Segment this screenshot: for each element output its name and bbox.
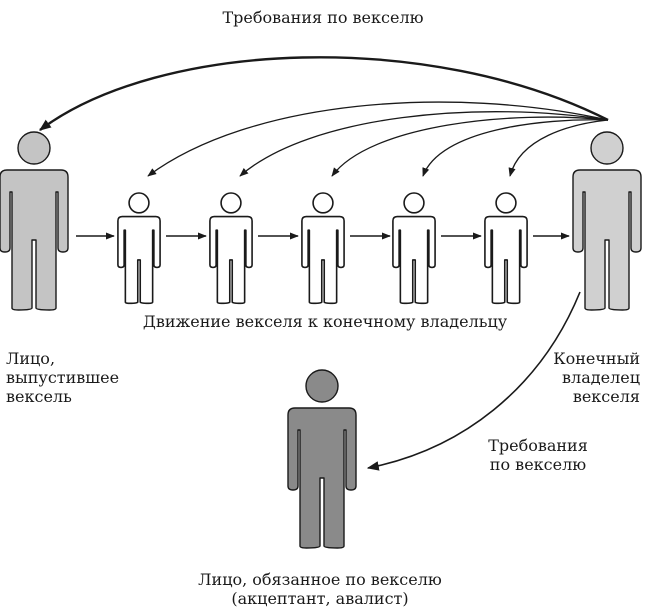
figure-body [392, 215, 436, 305]
demand-arrow-to-endorsee-2 [239, 111, 609, 177]
demand-arrow-to-endorsee-1 [147, 101, 609, 177]
figure-head [590, 131, 624, 165]
figure-obligor [287, 369, 357, 549]
figure-head [128, 192, 150, 214]
figure-issuer [0, 131, 69, 311]
final-holder-label-line-2: владелец [562, 368, 640, 387]
demand-arrow-to-endorsee-4 [422, 119, 609, 177]
figure-body [209, 215, 253, 305]
figure-endorsee-4 [392, 192, 436, 305]
obligor-label-line-1: Лицо, обязанное по векселю [198, 570, 442, 589]
demand-arrow-to-obligor [366, 291, 581, 471]
issuer-label-line-3: вексель [6, 387, 72, 406]
figure-head [220, 192, 242, 214]
demand-arrow-to-endorsee-5 [508, 119, 609, 177]
final-holder-label: Конечный владелец векселя [520, 349, 640, 406]
demand-arrow-to-endorsee-3 [331, 116, 609, 177]
final-holder-label-line-1: Конечный [553, 349, 640, 368]
movement-label: Движение векселя к конечному владельцу [142, 312, 508, 331]
top-demands-label: Требования по векселю [222, 8, 424, 27]
figure-body [301, 215, 345, 305]
final-holder-label-line-3: векселя [572, 387, 640, 406]
figure-endorsee-3 [301, 192, 345, 305]
figure-head [17, 131, 51, 165]
issuer-label-line-1: Лицо, [6, 349, 56, 368]
figure-head [305, 369, 339, 403]
right-demands-label-line-2: по векселю [489, 455, 587, 474]
figures [0, 131, 642, 549]
figure-body [484, 215, 528, 305]
figure-endorsee-5 [484, 192, 528, 305]
right-demands-label-line-1: Требования [488, 436, 588, 455]
obligor-label: Лицо, обязанное по векселю (акцептант, а… [160, 570, 480, 608]
right-demands-label: Требования по векселю [468, 436, 608, 474]
figure-body [0, 169, 69, 311]
issuer-label-line-2: выпустившее [6, 368, 120, 387]
figure-head [312, 192, 334, 214]
figure-body [572, 169, 642, 311]
figure-head [403, 192, 425, 214]
demand-arrow-to-issuer [39, 56, 609, 131]
obligor-label-line-2: (акцептант, авалист) [231, 589, 409, 608]
figure-body [117, 215, 161, 305]
figure-head [495, 192, 517, 214]
figure-endorsee-2 [209, 192, 253, 305]
figure-final-holder [572, 131, 642, 311]
figure-body [287, 407, 357, 549]
figure-endorsee-1 [117, 192, 161, 305]
issuer-label: Лицо, выпустившее вексель [6, 349, 119, 406]
